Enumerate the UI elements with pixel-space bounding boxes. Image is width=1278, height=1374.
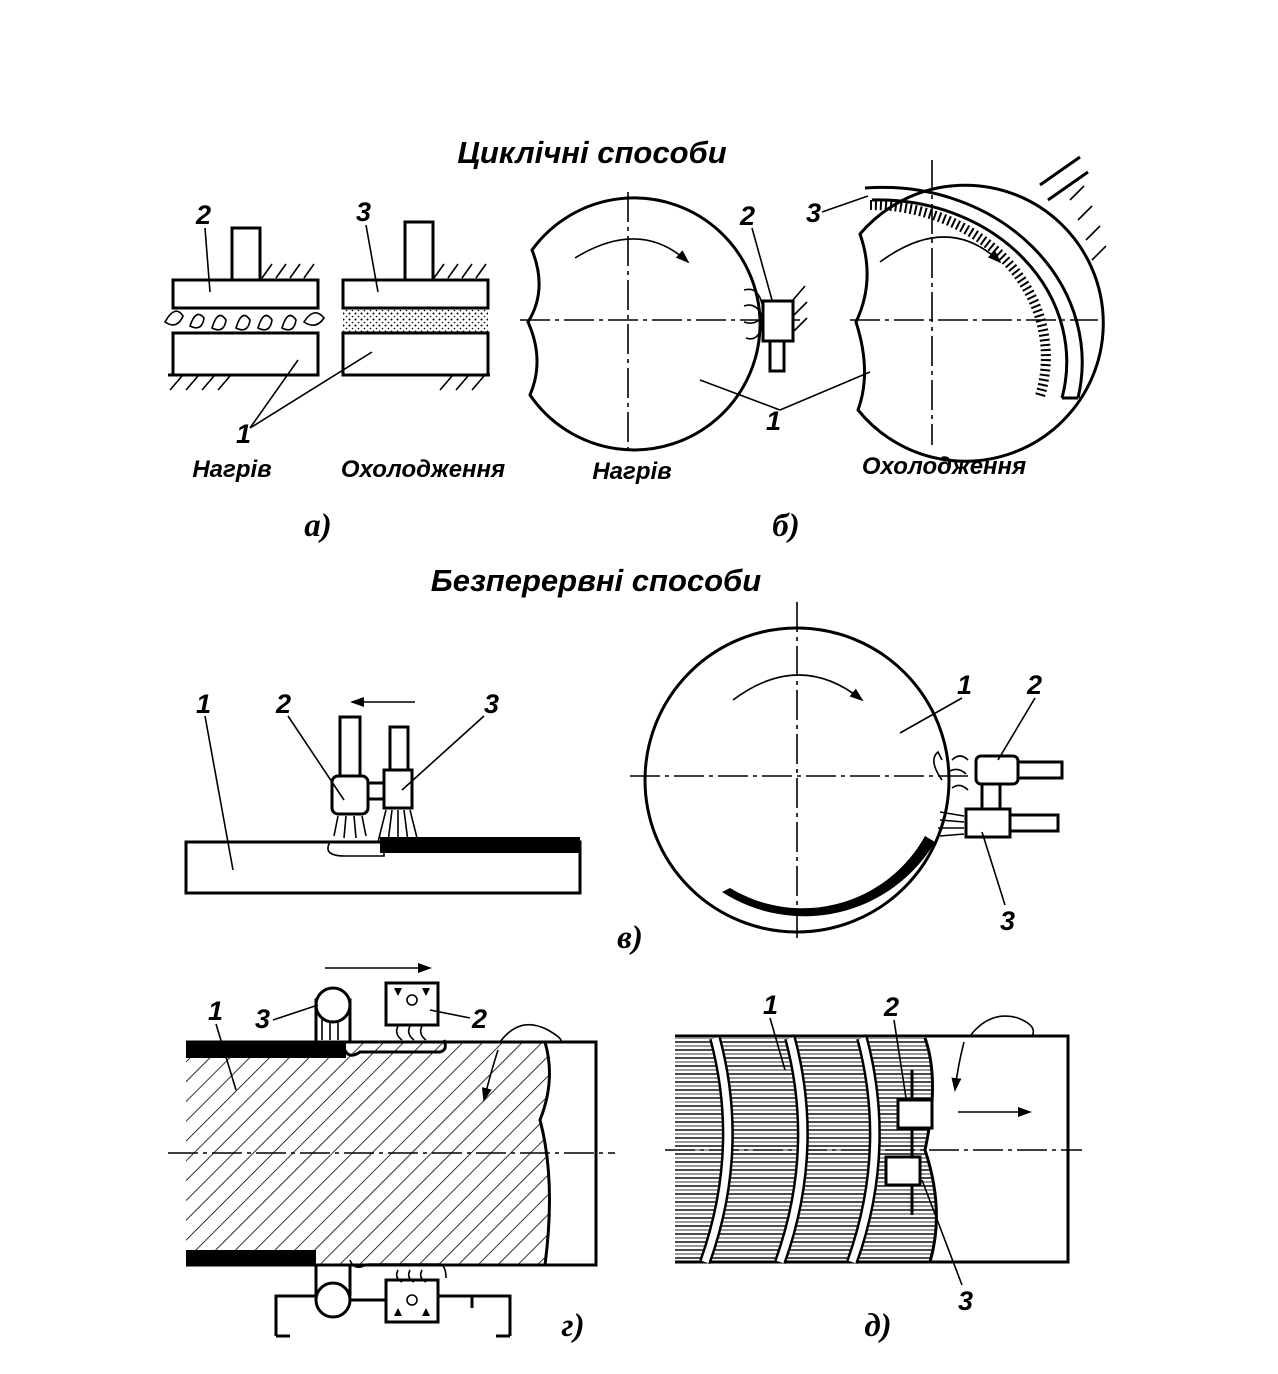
callout-v-circle-3: 3 bbox=[1000, 906, 1015, 936]
continuous-methods-title: Безперервні способи bbox=[431, 563, 761, 598]
panel-letter-g: г) bbox=[561, 1308, 584, 1344]
callout-g-1: 1 bbox=[208, 996, 223, 1026]
panel-b-disk-cooling bbox=[850, 155, 1107, 463]
panel-v-rotating-disk bbox=[630, 602, 1064, 938]
callout-g-3: 3 bbox=[255, 1004, 270, 1034]
callout-v-circle-1: 1 bbox=[957, 670, 972, 700]
callout-v-circle-2: 2 bbox=[1026, 670, 1042, 700]
caption-a-cooling: Охолодження bbox=[341, 456, 505, 483]
panel-letter-d: д) bbox=[864, 1308, 891, 1344]
caption-b-cooling: Охолодження bbox=[862, 453, 1026, 480]
callout-v-linear-2: 2 bbox=[275, 689, 291, 719]
callout-v-linear-1: 1 bbox=[196, 689, 211, 719]
panel-d-shaft-helical bbox=[665, 1015, 1082, 1265]
panel-v-linear-bar bbox=[184, 697, 582, 895]
flame-row bbox=[163, 310, 325, 331]
callout-d-1: 1 bbox=[763, 990, 778, 1020]
caption-b-heating: Нагрів bbox=[592, 458, 671, 485]
callout-a-2: 2 bbox=[195, 200, 211, 230]
panel-a-plate-cooling bbox=[341, 220, 490, 391]
panel-a-plate-heating bbox=[163, 226, 325, 391]
callout-d-3: 3 bbox=[958, 1286, 973, 1316]
cyclic-methods-title: Циклічні способи bbox=[457, 135, 726, 170]
panel-letter-v: в) bbox=[617, 920, 643, 956]
panel-g-shaft-two-sided bbox=[168, 963, 615, 1338]
caption-a-heating: Нагрів bbox=[192, 456, 271, 483]
callout-g-2: 2 bbox=[471, 1004, 487, 1034]
callout-v-linear-3: 3 bbox=[484, 689, 499, 719]
callout-b-1: 1 bbox=[766, 406, 781, 436]
callout-a-1: 1 bbox=[236, 419, 251, 449]
callout-d-2: 2 bbox=[883, 992, 899, 1022]
panel-letter-a: а) bbox=[304, 508, 332, 544]
callout-b-3: 3 bbox=[806, 198, 821, 228]
callout-b-2: 2 bbox=[739, 201, 755, 231]
callout-a-3: 3 bbox=[356, 197, 371, 227]
panel-letter-b: б) bbox=[772, 508, 799, 544]
panel-b-disk-heating bbox=[520, 192, 808, 455]
